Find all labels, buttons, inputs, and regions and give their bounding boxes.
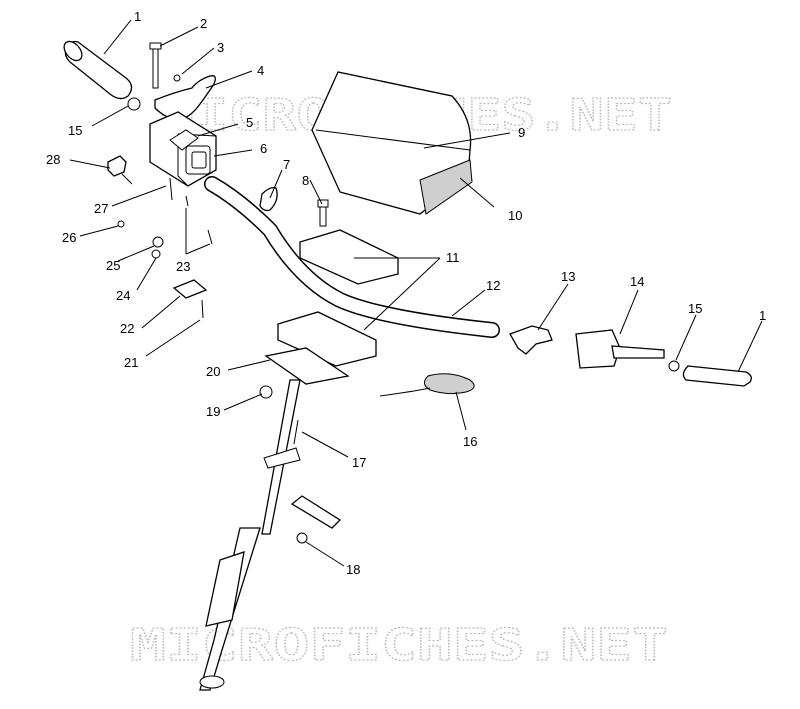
left-grip <box>63 40 133 100</box>
column-clip <box>263 447 301 469</box>
callout-26: 26 <box>62 230 76 245</box>
left-end-plug <box>127 97 141 111</box>
column-plate <box>264 347 350 385</box>
clamp-bolt <box>317 199 329 227</box>
column-bracket <box>205 551 245 627</box>
callout-20: 20 <box>206 364 220 379</box>
column-foot <box>199 675 225 689</box>
callout-1-right: 1 <box>759 308 766 323</box>
callout-3: 3 <box>217 40 224 55</box>
plate-screw <box>201 299 204 319</box>
washer-lower <box>151 249 161 259</box>
callout-27: 27 <box>94 201 108 216</box>
callout-28: 28 <box>46 152 60 167</box>
small-fastener <box>117 220 125 228</box>
brake-lever <box>509 325 553 355</box>
callout-18: 18 <box>346 562 360 577</box>
throttle-housing <box>149 111 217 187</box>
callout-16: 16 <box>463 434 477 449</box>
column-nut <box>259 385 273 399</box>
stop-switch <box>107 155 133 185</box>
bushing-tube <box>290 495 342 529</box>
callout-24: 24 <box>116 288 130 303</box>
column-screw <box>293 419 299 445</box>
brake-master-cylinder <box>575 329 665 369</box>
right-grip <box>682 365 752 387</box>
mount-screw-b <box>207 229 213 245</box>
callout-11: 11 <box>446 250 460 265</box>
throttle-pivot-bolt <box>149 42 162 89</box>
callout-13: 13 <box>561 269 575 284</box>
callout-25: 25 <box>106 258 120 273</box>
callout-21: 21 <box>124 355 138 370</box>
callout-22: 22 <box>120 321 134 336</box>
callout-23: 23 <box>176 259 190 274</box>
housing-screw <box>169 177 173 201</box>
callout-4: 4 <box>257 63 264 78</box>
callout-1-left: 1 <box>134 9 141 24</box>
callout-7: 7 <box>283 157 290 172</box>
wing-nut <box>259 186 278 212</box>
windshield-pad <box>311 71 473 215</box>
washer-upper <box>152 236 164 248</box>
callout-5: 5 <box>246 115 253 130</box>
mount-screw-a <box>185 195 189 207</box>
callout-12: 12 <box>486 278 500 293</box>
callout-15-right: 15 <box>688 301 702 316</box>
upper-clamp <box>299 229 399 285</box>
bushing-nut <box>296 532 308 544</box>
callout-2: 2 <box>200 16 207 31</box>
clamp-plate <box>172 279 208 299</box>
heater-coil <box>379 373 475 397</box>
callout-15-left: 15 <box>68 123 82 138</box>
right-end-plug <box>668 360 680 372</box>
callout-9: 9 <box>518 125 525 140</box>
callout-19: 19 <box>206 404 220 419</box>
callout-17: 17 <box>352 455 366 470</box>
callout-6: 6 <box>260 141 267 156</box>
leader-lines <box>69 19 763 567</box>
small-nut <box>173 74 181 82</box>
lower-clamp <box>277 311 377 367</box>
callout-8: 8 <box>302 173 309 188</box>
callout-10: 10 <box>508 208 522 223</box>
callout-14: 14 <box>630 274 644 289</box>
